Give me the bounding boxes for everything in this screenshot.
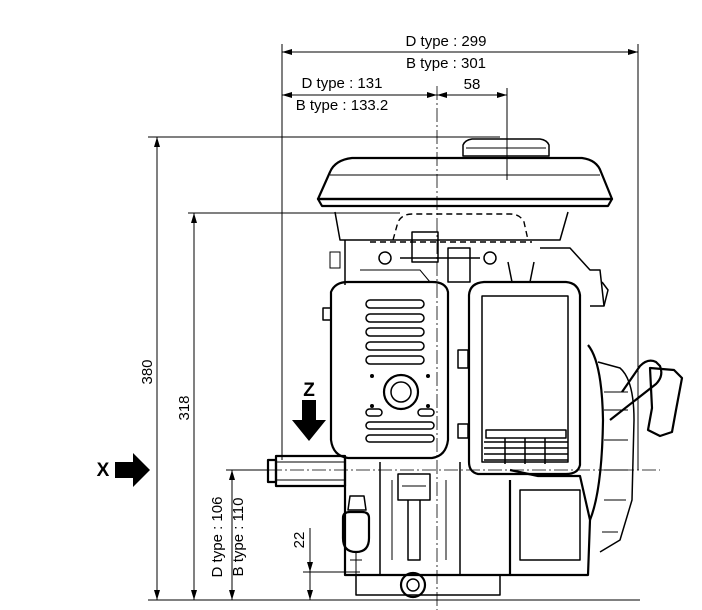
view-arrow-x: X [97, 453, 150, 487]
engine-outline [266, 138, 684, 599]
output-shaft [266, 454, 347, 488]
fuel-bowl [341, 495, 371, 575]
center-lines [268, 86, 660, 610]
view-arrow-z: Z [292, 380, 326, 441]
air-cleaner [467, 280, 582, 476]
arrow-right-icon [115, 453, 150, 487]
shaft-height-b-label: B type : 110 [230, 498, 247, 577]
view-x-label: X [97, 460, 110, 481]
view-z-label: Z [303, 380, 315, 401]
crankcase [343, 458, 592, 596]
cap-offset-label: 58 [464, 76, 481, 93]
fuel-tank [316, 156, 614, 208]
overall-width-d-label: D type : 299 [406, 33, 487, 50]
muffler [329, 280, 450, 460]
shaft-height-d-label: D type : 106 [209, 497, 226, 578]
recoil-starter [587, 344, 635, 553]
overall-width-b-label: B type : 301 [406, 55, 486, 72]
fuel-cap [455, 138, 557, 159]
drain-plug [399, 571, 427, 599]
offset-b-label: B type : 133.2 [296, 97, 389, 114]
arrow-down-icon [292, 400, 326, 441]
offset-d-label: D type : 131 [302, 75, 383, 92]
overall-height-label: 380 [139, 359, 156, 384]
dimension-lines [148, 44, 640, 601]
tank-height-label: 318 [176, 395, 193, 420]
starter-handle [609, 359, 684, 438]
base-height-label: 22 [291, 532, 308, 549]
